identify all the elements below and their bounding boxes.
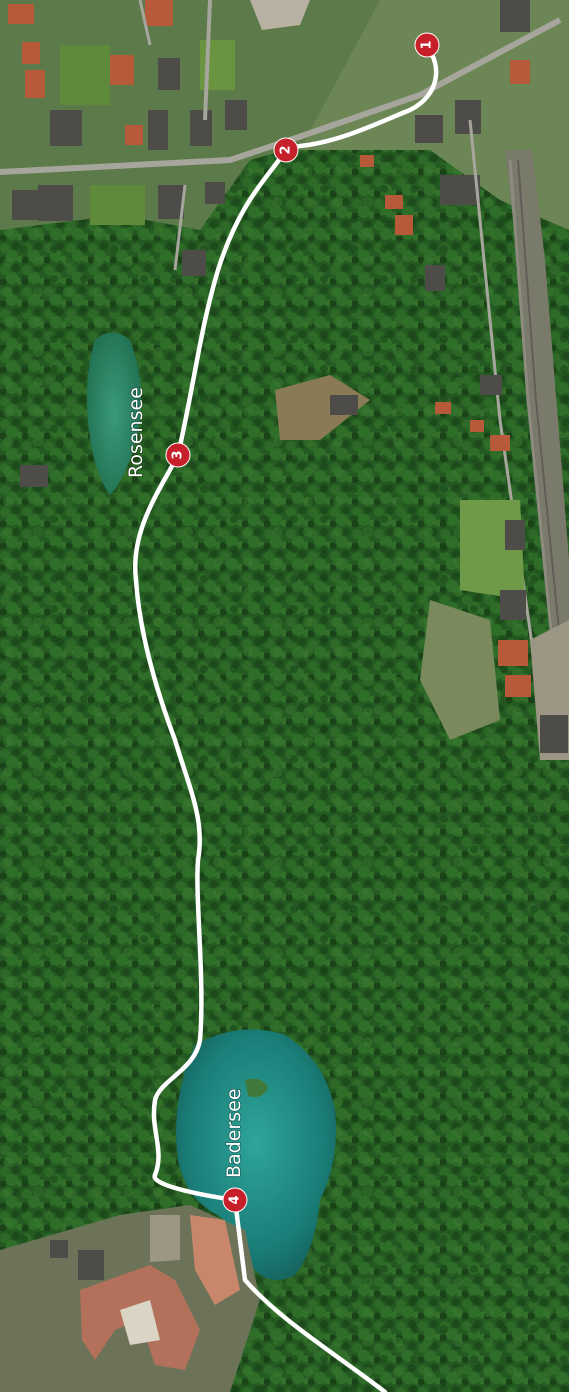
route-marker-2[interactable]: 2 <box>273 137 299 163</box>
hotel-complex <box>0 1205 260 1392</box>
route-marker-1-number: 1 <box>420 40 435 49</box>
route-marker-3[interactable]: 3 <box>165 442 191 468</box>
route-marker-4[interactable]: 4 <box>222 1187 248 1213</box>
route-marker-1[interactable]: 1 <box>414 32 440 58</box>
rosensee-label: Rosensee <box>125 387 147 478</box>
rosensee-lake <box>86 332 142 495</box>
badersee-label: Badersee <box>223 1088 245 1178</box>
badersee-lake <box>176 1029 336 1280</box>
clearing-houses-right <box>20 265 569 760</box>
route-marker-2-number: 2 <box>279 145 294 154</box>
route-marker-4-number: 4 <box>228 1195 243 1204</box>
badersee-island <box>245 1078 268 1097</box>
route-marker-3-number: 3 <box>171 450 186 459</box>
